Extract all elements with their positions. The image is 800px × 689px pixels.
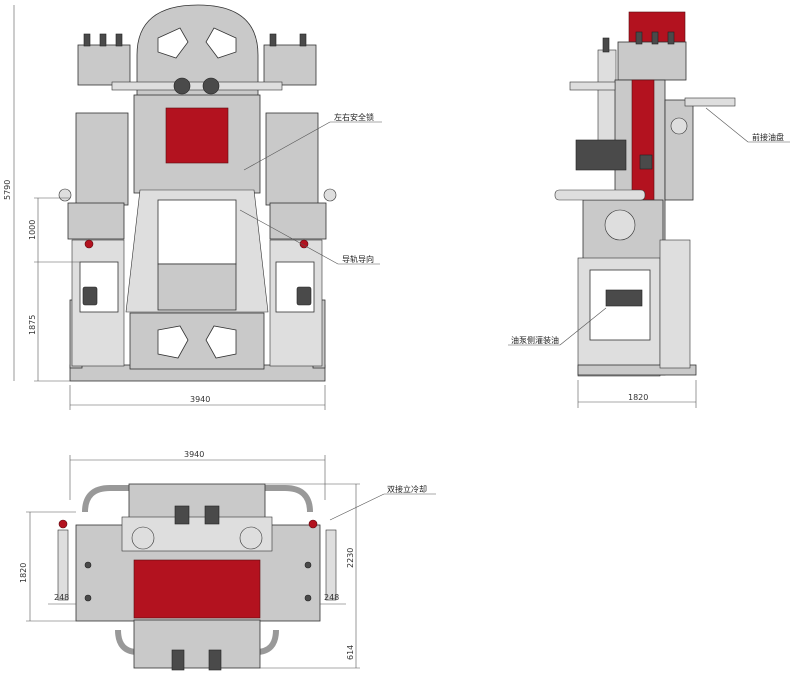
front-mould-cutout-left — [157, 325, 189, 359]
dim-front-upper-height: 1000 — [28, 220, 37, 240]
front-control-box-left — [67, 202, 125, 240]
front-arch-cutout-left — [157, 27, 189, 59]
top-indicator-left — [58, 519, 68, 529]
front-arch-cutout-right — [205, 27, 237, 59]
front-gear-left — [173, 77, 191, 95]
front-valve-3 — [115, 33, 123, 47]
front-press-plate — [157, 263, 237, 311]
side-rear-lower — [659, 239, 691, 369]
top-post-left — [57, 529, 69, 601]
front-valve-5 — [299, 33, 307, 47]
leader-guide-rail — [239, 209, 339, 265]
callout-safety-lock: 左右安全锁 — [334, 112, 374, 122]
top-post-right — [325, 529, 337, 601]
top-pipe-tl — [82, 485, 130, 513]
side-top-block — [617, 41, 687, 81]
side-front-arm — [569, 81, 616, 91]
dim-side-depth: 1820 — [628, 393, 648, 402]
side-valve-2 — [651, 31, 659, 45]
leader-oil-pump — [559, 307, 607, 346]
front-valve-1 — [83, 33, 91, 47]
leader-safety-lock — [243, 121, 331, 171]
top-view: 3940 1820 248 248 2230 614 双接立冷却 — [19, 450, 436, 671]
dim-top-depth: 1820 — [19, 563, 28, 583]
side-arm — [684, 97, 736, 107]
side-base — [577, 364, 697, 376]
front-gear-right — [202, 77, 220, 95]
side-valve-3 — [667, 31, 675, 45]
top-lower-block — [133, 619, 261, 669]
front-motor-right — [296, 286, 312, 306]
side-view: 1820 前接油盘 油泵侧灌装油 — [508, 11, 790, 408]
side-sensor — [639, 154, 653, 170]
side-rear-box — [664, 99, 694, 201]
front-bottom-mould — [129, 312, 265, 370]
leader-front-oil-tank — [705, 107, 749, 143]
top-lower-valve-right — [208, 649, 222, 671]
front-control-box-right — [269, 202, 327, 240]
dim-top-height-right: 2230 — [346, 548, 355, 568]
front-top-block-left — [77, 44, 131, 86]
top-bolt-3 — [84, 561, 92, 569]
top-bolt-2 — [304, 594, 312, 602]
callout-dual-cooling: 双接立冷却 — [387, 484, 427, 494]
side-rear-port — [670, 117, 688, 135]
top-red-panel — [133, 559, 261, 619]
dim-top-bottom-offset: 614 — [346, 645, 355, 660]
side-control-dial — [604, 209, 636, 241]
top-bolt-4 — [304, 561, 312, 569]
top-valve-right — [204, 505, 220, 525]
top-lower-valve-left — [171, 649, 185, 671]
callout-guide-rail: 导轨导向 — [342, 254, 374, 264]
front-mould-cutout-right — [205, 325, 237, 359]
front-motor-left — [82, 286, 98, 306]
dim-front-width: 3940 — [190, 395, 210, 404]
front-view: 3940 5790 1000 1875 左右安全锁 导轨导向 — [3, 4, 382, 410]
top-valve-left — [174, 505, 190, 525]
top-pipe-tr — [265, 485, 313, 513]
dim-front-total-height: 5790 — [3, 180, 12, 200]
front-arch-top — [136, 4, 259, 101]
dim-top-width: 3940 — [184, 450, 204, 459]
side-oil-pump — [605, 289, 643, 307]
side-valve-1 — [635, 31, 643, 45]
dim-top-offset-right: 248 — [324, 593, 339, 602]
side-horizontal-cylinder — [554, 189, 646, 201]
front-cabinet-right — [265, 112, 319, 206]
side-valve-block — [575, 139, 627, 171]
top-bolt-1 — [84, 594, 92, 602]
dim-front-lower-height: 1875 — [28, 315, 37, 335]
top-wheel-left — [131, 526, 155, 550]
front-handwheel-left — [58, 188, 72, 202]
top-wheel-right — [239, 526, 263, 550]
dim-top-offset-left: 248 — [54, 593, 69, 602]
front-indicator-left — [84, 239, 94, 249]
front-valve-4 — [269, 33, 277, 47]
front-top-block-right — [263, 44, 317, 86]
top-indicator-right — [308, 519, 318, 529]
front-indicator-right — [299, 239, 309, 249]
front-red-panel — [165, 107, 229, 164]
front-press-opening — [157, 199, 237, 265]
front-cabinet-left — [75, 112, 129, 206]
front-crossbar — [111, 81, 283, 91]
callout-oil-pump-lube: 油泵侧灌装油 — [511, 335, 559, 345]
front-valve-2 — [99, 33, 107, 47]
side-cylinder-rod — [602, 37, 610, 53]
callout-front-oil-tank: 前接油盘 — [752, 132, 784, 142]
leader-dual-cooling — [329, 493, 385, 521]
front-handwheel-right — [323, 188, 337, 202]
